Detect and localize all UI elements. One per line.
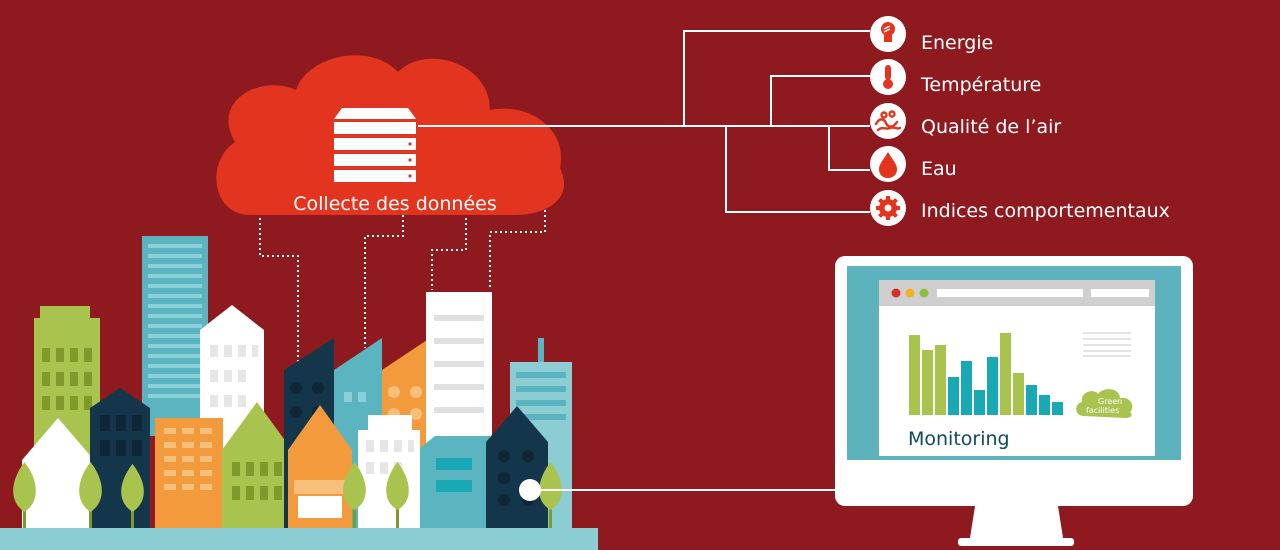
chart-bar bbox=[1052, 402, 1063, 415]
monitor: Green facilities Monitoring bbox=[835, 256, 1193, 546]
chart-bar bbox=[1000, 333, 1011, 415]
thermometer-icon bbox=[883, 65, 893, 89]
air-icon bbox=[874, 110, 902, 132]
chart-bar bbox=[1026, 385, 1037, 415]
chart-bar bbox=[961, 361, 972, 415]
logo-text: facilities bbox=[1086, 406, 1119, 415]
logo-text: Green bbox=[1098, 397, 1122, 406]
sensor-tree bbox=[418, 30, 870, 213]
chart-bar bbox=[1013, 373, 1024, 415]
sensor-label: Température bbox=[920, 74, 1041, 96]
chart-bar bbox=[935, 345, 946, 415]
sensor-label: Eau bbox=[921, 158, 957, 180]
monitor-title: Monitoring bbox=[908, 428, 1010, 450]
sensor-temperature: Température bbox=[870, 59, 1041, 96]
trees bbox=[13, 462, 562, 538]
sensor-energie: Energie bbox=[870, 16, 993, 54]
data-cloud: Collecte des données bbox=[216, 55, 564, 215]
monitor-bar-chart bbox=[909, 333, 1063, 415]
sensor-label: Energie bbox=[921, 32, 993, 54]
drop-icon bbox=[879, 152, 897, 178]
sensor-label: Qualité de l’air bbox=[921, 116, 1061, 138]
chart-bar bbox=[987, 357, 998, 415]
gear-icon bbox=[876, 196, 900, 220]
chart-bar bbox=[948, 377, 959, 415]
chart-bar bbox=[1039, 395, 1050, 415]
bulb-icon bbox=[881, 22, 895, 42]
green-facilities-logo: Green facilities bbox=[1076, 389, 1133, 418]
sensor-label: Indices comportementaux bbox=[921, 200, 1170, 222]
cloud-title: Collecte des données bbox=[293, 193, 497, 215]
link-node bbox=[519, 479, 541, 501]
chart-bar bbox=[909, 335, 920, 415]
city-illustration bbox=[0, 236, 598, 550]
data-links bbox=[259, 210, 546, 368]
chart-bar bbox=[922, 350, 933, 415]
sensor-behaviour: Indices comportementaux bbox=[870, 190, 1170, 226]
sensor-eau: Eau bbox=[870, 146, 957, 182]
chart-bar bbox=[974, 390, 985, 415]
server-icon bbox=[334, 108, 416, 182]
sensor-air-quality: Qualité de l’air bbox=[870, 103, 1061, 139]
